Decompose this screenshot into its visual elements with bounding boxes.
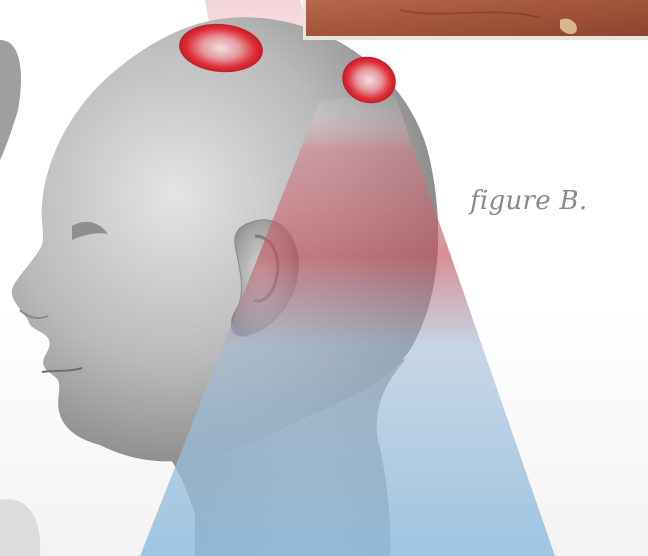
figure-caption: figure B. [470, 186, 587, 216]
background-curve-bottom [0, 499, 40, 556]
background-arc [0, 40, 21, 160]
skin-photo-inset [303, 0, 648, 40]
